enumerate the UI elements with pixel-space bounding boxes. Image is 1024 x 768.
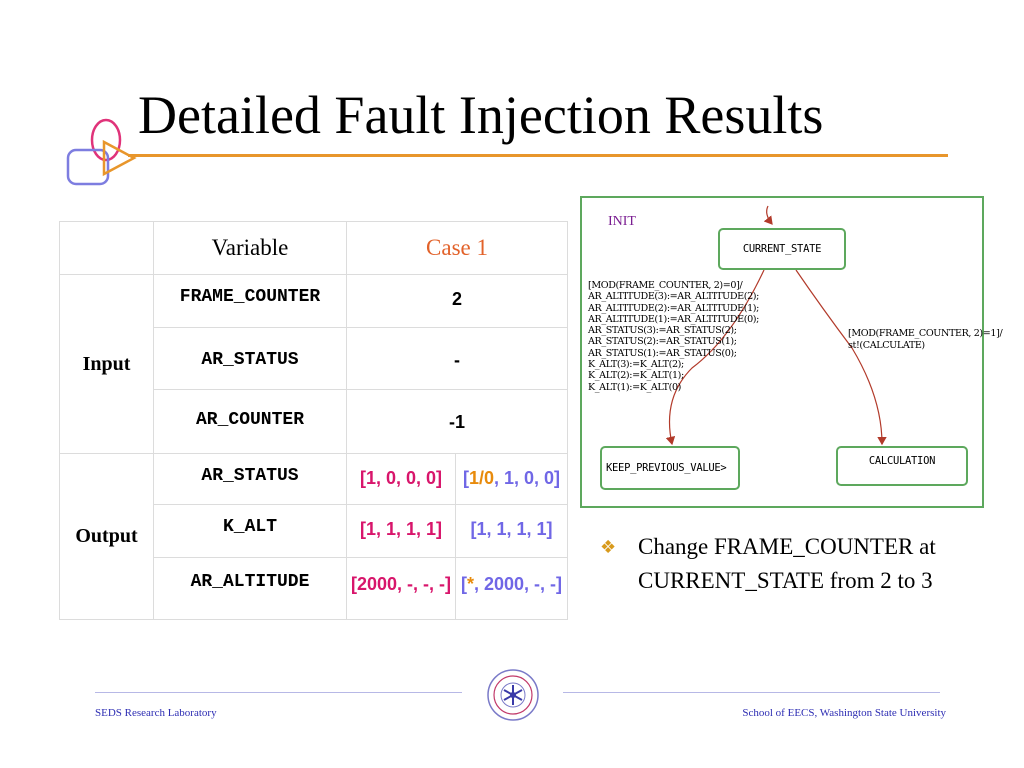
left-transition-label: [MOD(FRAME_COUNTER, 2)=0]/ AR_ALTITUDE(3… — [588, 280, 759, 393]
table-row: AR_STATUS - — [60, 327, 568, 390]
table-row: Input FRAME_COUNTER 2 — [59, 274, 568, 454]
transition-line: K_ALT(2):=K_ALT(1); — [588, 370, 684, 382]
value-cell: - — [346, 327, 568, 390]
fault-marker: 1/0 — [468, 468, 494, 488]
table-row: Output AR_STATUS [1, 0, 0, 0] [1/0, 1, 0… — [59, 453, 568, 620]
table-header-empty — [59, 221, 154, 275]
observed-rest: [1, 1, 1, 1] — [470, 519, 553, 539]
title-underline — [128, 154, 948, 157]
expected-value-cell: [2000, -, -, -] — [346, 557, 456, 620]
transition-line: K_ALT(1):=K_ALT(0) — [588, 381, 682, 393]
variable-cell: K_ALT — [153, 504, 347, 558]
left-transition-arrow — [665, 269, 765, 446]
transition-line: [MOD(FRAME_COUNTER, 2)=0]/ — [588, 280, 743, 291]
right-transition-label: [MOD(FRAME_COUNTER, 2)=1]/ st!(CALCULATE… — [848, 328, 1003, 352]
value-cell: 2 — [346, 274, 568, 328]
transition-line: AR_STATUS(1):=AR_STATUS(0); — [588, 347, 737, 359]
group-label-input: Input — [59, 274, 154, 454]
expected-value-cell: [1, 1, 1, 1] — [346, 504, 456, 558]
circles-arrow-logo-icon — [66, 118, 137, 186]
init-arrow — [763, 205, 773, 225]
observed-rest: , 1, 0, 0] — [493, 468, 561, 488]
fault-marker: * — [466, 574, 474, 594]
transition-line: AR_ALTITUDE(2):=AR_ALTITUDE(1); — [588, 302, 759, 314]
expected-value-cell: [1, 0, 0, 0] — [346, 453, 456, 505]
footer-school-name: School of EECS, Washington State Univers… — [742, 707, 946, 719]
transition-line: [MOD(FRAME_COUNTER, 2)=1]/ — [848, 328, 1003, 339]
header-case-1: Case 1 — [346, 221, 568, 275]
variable-cell: AR_STATUS — [153, 327, 347, 390]
variable-cell: AR_STATUS — [153, 453, 347, 505]
group-label-output: Output — [59, 453, 154, 620]
bullet-text: Change FRAME_COUNTER at CURRENT_STATE fr… — [638, 534, 936, 593]
table-header-row: Variable Case 1 — [59, 221, 568, 275]
observed-value-cell: [1/0, 1, 0, 0] — [455, 453, 568, 505]
header-variable: Variable — [153, 221, 347, 275]
transition-line: K_ALT(3):=K_ALT(2); — [588, 359, 684, 371]
variable-cell: FRAME_COUNTER — [153, 274, 347, 328]
observed-value-cell: [1, 1, 1, 1] — [455, 504, 568, 558]
observed-open: [ — [462, 468, 469, 488]
right-transition-arrow — [795, 269, 887, 446]
variable-cell: AR_COUNTER — [153, 389, 347, 454]
state-current: CURRENT_STATE — [718, 228, 846, 270]
slide-title: Detailed Fault Injection Results — [138, 85, 824, 145]
fault-injection-table: Variable Case 1 Input FRAME_COUNTER 2 AR… — [59, 221, 568, 620]
value-cell: -1 — [346, 389, 568, 454]
transition-line: AR_STATUS(2):=AR_STATUS(1); — [588, 336, 737, 348]
transition-line: AR_ALTITUDE(1):=AR_ALTITUDE(0); — [588, 313, 759, 325]
footer-lab-name: SEDS Research Laboratory — [95, 707, 217, 719]
transition-arrows — [665, 205, 887, 446]
footer-divider-left — [95, 692, 462, 693]
variable-cell: AR_ALTITUDE — [153, 557, 347, 620]
state-calculation: CALCULATION — [836, 446, 968, 486]
table-row: AR_ALTITUDE [2000, -, -, -] [*, 2000, -,… — [60, 557, 568, 620]
observed-open: [ — [460, 574, 467, 594]
state-keep-previous-value: KEEP_PREVIOUS_VALUE> — [600, 446, 740, 490]
transition-line: AR_ALTITUDE(3):=AR_ALTITUDE(2); — [588, 291, 759, 303]
observed-value-cell: [*, 2000, -, -] — [455, 557, 568, 620]
diamond-bullet-icon: ❖ — [600, 537, 617, 558]
footer-divider-right — [563, 692, 940, 693]
table-row: K_ALT [1, 1, 1, 1] [1, 1, 1, 1] — [60, 504, 568, 558]
observed-rest: , 2000, -, -] — [473, 574, 563, 594]
transition-line: st!(CALCULATE) — [848, 340, 925, 351]
transition-line: AR_STATUS(3):=AR_STATUS(2); — [588, 325, 737, 337]
university-seal-icon — [487, 669, 539, 721]
state-diagram: INIT CURRENT_STATE KEEP_PREVIOUS_VALUE> … — [580, 196, 1003, 508]
init-label: INIT — [608, 214, 636, 229]
